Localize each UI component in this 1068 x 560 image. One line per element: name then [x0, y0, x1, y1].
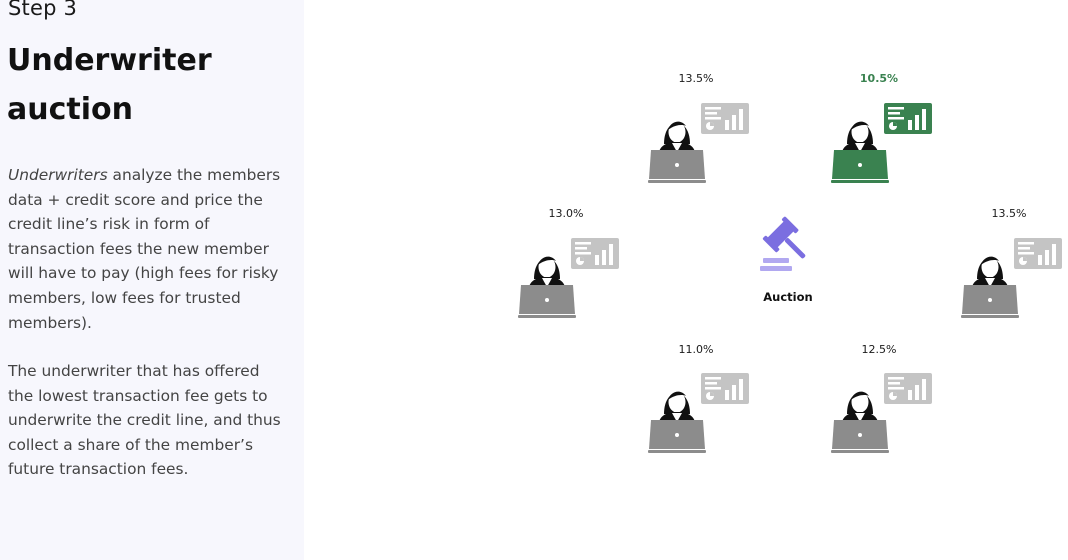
description-text-1: analyze the members data + credit score … [8, 166, 281, 332]
underwriter-node [644, 96, 754, 186]
dashboard-icon [1014, 238, 1062, 269]
description-paragraph-1: Underwriters analyze the members data + … [8, 163, 288, 335]
dashboard-icon [884, 103, 932, 134]
auction-label: Auction [763, 290, 813, 304]
laptop-icon [648, 150, 706, 183]
laptop-icon [831, 150, 889, 183]
laptop-icon [648, 420, 706, 453]
description-paragraph-2: The underwriter that has offered the low… [8, 362, 281, 479]
fee-label: 13.5% [678, 72, 714, 85]
fee-label-winner: 10.5% [859, 72, 899, 85]
dashboard-icon [701, 373, 749, 404]
laptop-icon [518, 285, 576, 318]
underwriter-node-winner [827, 96, 937, 186]
fee-label: 13.5% [991, 207, 1027, 220]
page-title: Underwriter auction [7, 43, 212, 127]
sidebar-panel: Step 3 Underwriter auction Underwriters … [0, 0, 304, 560]
dashboard-icon [884, 373, 932, 404]
underwriter-node [827, 366, 937, 456]
dashboard-icon [701, 103, 749, 134]
fee-label: 11.0% [678, 343, 714, 356]
gavel-icon [760, 216, 806, 271]
laptop-icon [961, 285, 1019, 318]
underwriter-node [514, 231, 624, 321]
auction-diagram: 13.5% 10.5% 13.0% 13.5% 11.0% 12.5% [304, 0, 1068, 560]
dashboard-icon [571, 238, 619, 269]
fee-label: 13.0% [548, 207, 584, 220]
underwriters-term: Underwriters [8, 166, 108, 184]
step-label: Step 3 [8, 0, 78, 20]
underwriter-node [957, 231, 1067, 321]
person-icon [971, 256, 1009, 293]
fee-label: 12.5% [861, 343, 897, 356]
underwriter-node [644, 366, 754, 456]
laptop-icon [831, 420, 889, 453]
